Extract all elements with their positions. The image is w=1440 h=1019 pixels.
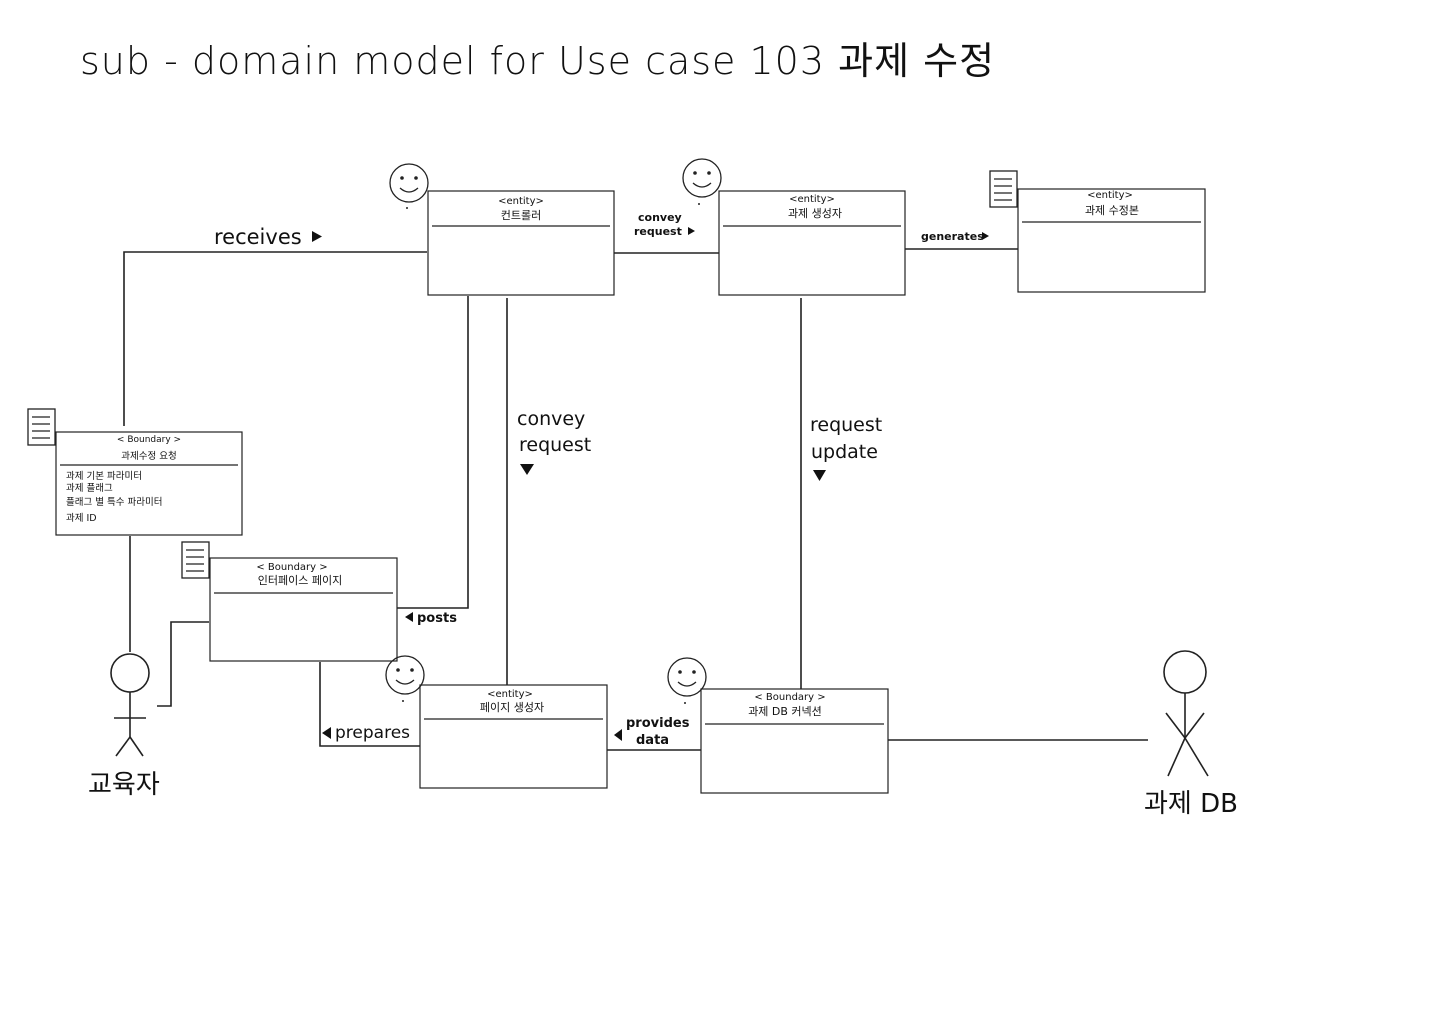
triangle-arrow-icon: [322, 727, 331, 739]
educator-interface-line: [157, 621, 209, 707]
posts-label: posts: [405, 611, 457, 626]
revision-document-icon: [989, 170, 1018, 208]
receives-label: receives: [214, 225, 322, 249]
db-connection-stereotype: < Boundary >: [754, 692, 825, 703]
assignment-db-name: 과제 DB: [1144, 789, 1238, 819]
prepares-label: prepares: [322, 723, 410, 743]
interface-page-document-icon: [181, 541, 210, 579]
educator-name: 교육자: [88, 770, 160, 800]
request-update-label: request update: [810, 414, 882, 481]
interface-page-name: 인터페이스 페이지: [258, 574, 342, 587]
request-text: request: [634, 225, 682, 238]
educator-actor: 교육자: [88, 653, 160, 800]
convey-request-top-label: convey request: [634, 211, 695, 238]
receives-line: [123, 251, 427, 426]
triangle-arrow-icon: [520, 464, 534, 475]
triangle-arrow-icon: [688, 227, 695, 235]
db-connection-name: 과제 DB 커넥션: [748, 705, 822, 718]
posts-line: [397, 296, 469, 609]
revision-name: 과제 수정본: [1085, 204, 1139, 217]
triangle-arrow-icon: [614, 729, 622, 741]
controller-class: <entity> 컨트롤러: [427, 190, 615, 296]
request-attribute: 플래그 별 특수 파라미터: [66, 497, 162, 508]
triangle-arrow-icon: [405, 612, 413, 622]
controller-smiley-icon: [389, 163, 429, 209]
page-generator-class: <entity> 페이지 생성자: [419, 684, 608, 789]
request-text: request: [519, 434, 591, 456]
receives-text: receives: [214, 225, 302, 249]
prepares-line: [319, 662, 420, 747]
triangle-arrow-icon: [813, 470, 826, 481]
generates-text: generates: [921, 230, 984, 243]
page-generator-smiley-icon: [385, 655, 425, 702]
request-attribute: 과제 ID: [66, 513, 97, 524]
request-name: 과제수정 요청: [121, 451, 176, 462]
creator-name: 과제 생성자: [788, 207, 842, 220]
db-connection-smiley-icon: [667, 657, 707, 704]
creator-smiley-icon: [682, 158, 722, 205]
prepares-text: prepares: [335, 723, 410, 743]
request-class: < Boundary > 과제수정 요청 과제 기본 파라미터 과제 플래그 플…: [55, 431, 243, 536]
stick-figure-icon: [1163, 650, 1209, 777]
provides-text: provides: [626, 716, 690, 731]
generates-label: generates: [921, 230, 989, 243]
request-document-icon: [27, 408, 56, 446]
interface-page-stereotype: < Boundary >: [256, 562, 327, 573]
creator-class: <entity> 과제 생성자: [718, 190, 906, 296]
assignment-db-actor: 과제 DB: [1144, 650, 1238, 819]
posts-text: posts: [417, 611, 457, 626]
controller-name: 컨트롤러: [501, 209, 541, 222]
interface-page-class: < Boundary > 인터페이스 페이지: [209, 557, 398, 662]
db-connection-class: < Boundary > 과제 DB 커넥션: [700, 688, 889, 794]
request-attribute: 과제 플래그: [66, 483, 113, 494]
request-attribute: 과제 기본 파라미터: [66, 471, 142, 482]
controller-stereotype: <entity>: [498, 196, 544, 207]
data-text: data: [636, 733, 669, 748]
revision-class: <entity> 과제 수정본: [1017, 188, 1206, 293]
convey-text: convey: [638, 211, 682, 224]
provides-data-label: provides data: [614, 716, 690, 748]
revision-stereotype: <entity>: [1087, 190, 1133, 201]
convey-text: convey: [517, 408, 585, 430]
request-text: request: [810, 414, 882, 436]
request-stereotype: < Boundary >: [117, 435, 181, 445]
update-text: update: [811, 441, 878, 463]
creator-stereotype: <entity>: [789, 194, 835, 205]
triangle-arrow-icon: [982, 232, 989, 240]
page-generator-name: 페이지 생성자: [480, 701, 544, 714]
stick-figure-icon: [110, 653, 150, 757]
diagram-title: sub - domain model for Use case 103 과제 수…: [80, 39, 995, 83]
convey-request-mid-label: convey request: [517, 408, 591, 475]
page-generator-stereotype: <entity>: [487, 689, 533, 700]
triangle-arrow-icon: [312, 231, 322, 242]
